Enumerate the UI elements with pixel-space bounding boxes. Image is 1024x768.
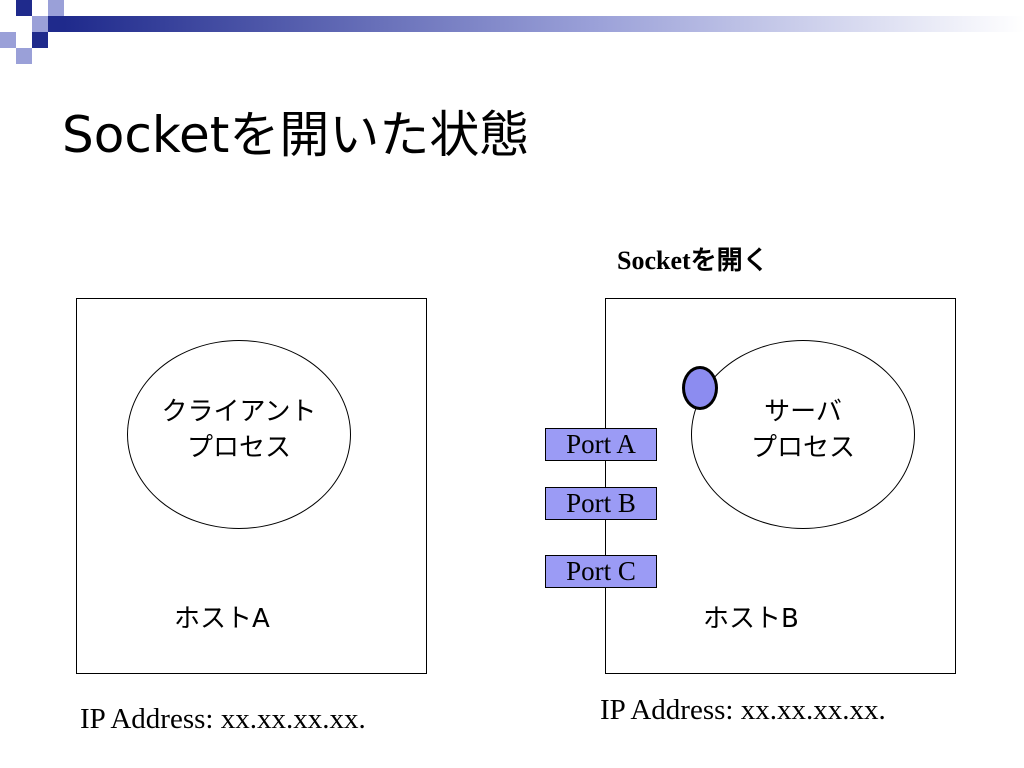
port-c-box: Port C [545,555,657,588]
header-gradient-bar [64,16,1024,32]
host-a-ip-address: IP Address: xx.xx.xx.xx. [80,703,366,735]
page-title: Socketを開いた状態 [62,106,530,164]
header-square [16,0,32,16]
header-square [32,32,48,48]
header-square [0,0,16,16]
server-process-line2: プロセス [750,433,855,463]
header-square [32,16,48,32]
header-decoration [0,0,1024,64]
server-process-line1: サーバ [764,397,842,427]
port-a-box: Port A [545,428,657,461]
socket-open-caption: Socketを開く [617,246,769,275]
host-b-label: ホストB [703,604,799,634]
header-square [16,48,32,64]
client-process-label: クライアント プロセス [127,394,351,466]
host-a-label: ホストA [174,604,270,634]
header-square [48,16,64,32]
port-b-box: Port B [545,487,657,520]
server-process-label: サーバ プロセス [691,394,915,466]
client-process-ellipse [127,340,351,529]
client-process-line1: クライアント [161,397,317,427]
header-square [0,32,16,48]
client-process-line2: プロセス [186,433,291,463]
socket-circle [682,366,718,410]
header-square [48,0,64,16]
host-b-ip-address: IP Address: xx.xx.xx.xx. [600,694,886,726]
server-process-ellipse [691,340,915,529]
